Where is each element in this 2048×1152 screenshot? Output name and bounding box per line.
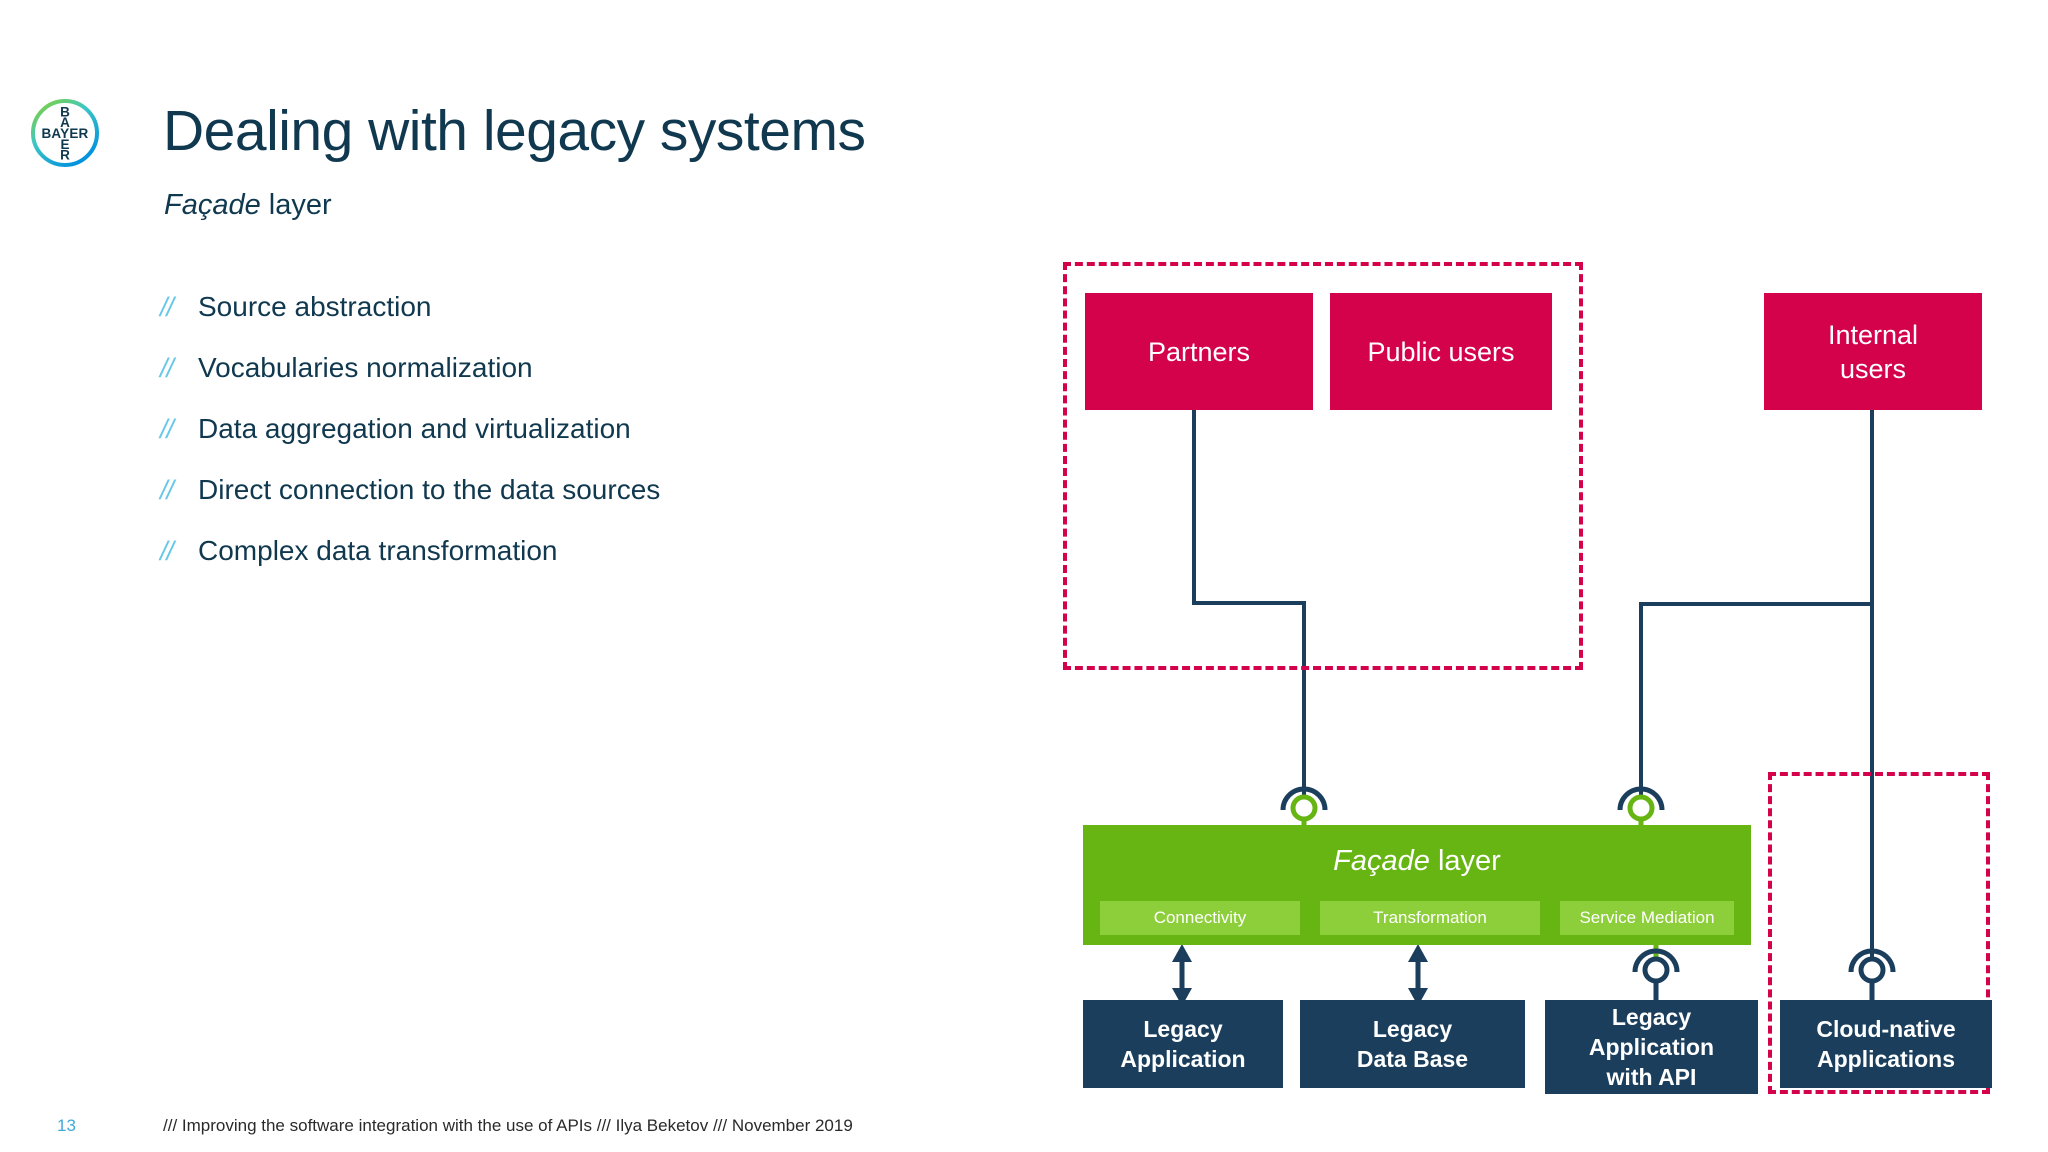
- page-title: Dealing with legacy systems: [163, 99, 866, 163]
- list-item: // Vocabularies normalization: [160, 352, 860, 413]
- facade-capability-connectivity[interactable]: Connectivity: [1100, 901, 1300, 935]
- bullet-label: Direct connection to the data sources: [198, 474, 661, 505]
- svg-text:E: E: [60, 137, 69, 152]
- provided-interface-ball-icon: [1290, 794, 1318, 822]
- external-consumers-boundary: [1063, 262, 1583, 670]
- bayer-logo-svg: BAYER B A E R: [31, 99, 99, 167]
- node-partners[interactable]: Partners: [1085, 293, 1313, 410]
- bullet-label: Data aggregation and virtualization: [198, 413, 631, 444]
- node-public-users-label: Public users: [1367, 336, 1515, 367]
- node-cloud-native-applications[interactable]: Cloud-native Applications: [1780, 1000, 1992, 1088]
- bullet-marker-icon: //: [160, 536, 174, 566]
- node-partners-label: Partners: [1147, 336, 1251, 367]
- list-item: // Complex data transformation: [160, 535, 860, 596]
- socket-arc-icon: [1632, 948, 1680, 973]
- facade-layer-block[interactable]: Façade layer Connectivity Transformation…: [1083, 825, 1751, 945]
- facade-capability-transformation[interactable]: Transformation: [1320, 901, 1540, 935]
- socket-arc-icon: [1280, 786, 1328, 811]
- bayer-logo: BAYER B A E R: [29, 97, 101, 169]
- node-legacy-application-with-api-label: Legacy Application with API: [1588, 1004, 1715, 1090]
- svg-text:B: B: [60, 105, 70, 120]
- provided-interface-ball-icon: [1627, 794, 1655, 822]
- facade-capability-service-mediation-label: Service Mediation: [1579, 908, 1715, 927]
- bullet-list: // Source abstraction // Vocabularies no…: [160, 291, 860, 596]
- facade-layer-title-rest: layer: [1429, 845, 1501, 877]
- socket-arc-icon: [1848, 948, 1896, 973]
- node-legacy-application-label: Legacy Application: [1120, 1016, 1246, 1072]
- bidirectional-arrow-legacy-application: [1172, 944, 1192, 1006]
- bullet-label: Complex data transformation: [198, 535, 558, 566]
- facade-layer-title-italic: Façade: [1333, 845, 1430, 877]
- bidirectional-arrow-legacy-data-base: [1408, 944, 1428, 1006]
- page-subtitle-rest: layer: [260, 189, 332, 221]
- connector-internal-users-to-facade: [1639, 408, 1874, 805]
- node-internal-users-label: Internal users: [1827, 319, 1919, 384]
- node-public-users[interactable]: Public users: [1330, 293, 1552, 410]
- node-cloud-native-applications-label: Cloud-native Applications: [1816, 1016, 1956, 1072]
- node-legacy-data-base[interactable]: Legacy Data Base: [1300, 1000, 1525, 1088]
- cloud-native-boundary: [1768, 772, 1990, 1094]
- list-item: // Source abstraction: [160, 291, 860, 352]
- connector-partners-to-facade: [1192, 408, 1306, 805]
- provided-interface-ball-icon: [1642, 956, 1670, 984]
- bullet-marker-icon: //: [160, 414, 174, 444]
- bullet-marker-icon: //: [160, 353, 174, 383]
- socket-arc-icon: [1617, 786, 1665, 811]
- page-subtitle: Façade layer: [164, 188, 332, 222]
- facade-layer-title: Façade layer: [1083, 843, 1751, 879]
- bullet-label: Source abstraction: [198, 291, 432, 322]
- svg-text:R: R: [60, 148, 70, 163]
- page-subtitle-italic: Façade: [164, 189, 261, 221]
- list-item: // Data aggregation and virtualization: [160, 413, 860, 474]
- bullet-marker-icon: //: [160, 475, 174, 505]
- footer-text: /// Improving the software integration w…: [163, 1116, 853, 1135]
- list-item: // Direct connection to the data sources: [160, 474, 860, 535]
- node-internal-users[interactable]: Internal users: [1764, 293, 1982, 410]
- node-legacy-application-with-api[interactable]: Legacy Application with API: [1545, 1000, 1758, 1094]
- svg-text:BAYER: BAYER: [41, 126, 88, 141]
- facade-capability-connectivity-label: Connectivity: [1153, 908, 1247, 927]
- provided-interface-ball-icon: [1858, 956, 1886, 984]
- facade-capability-transformation-label: Transformation: [1373, 908, 1487, 927]
- bullet-label: Vocabularies normalization: [198, 352, 533, 383]
- node-legacy-data-base-label: Legacy Data Base: [1356, 1016, 1469, 1072]
- facade-capability-service-mediation[interactable]: Service Mediation: [1560, 901, 1734, 935]
- svg-text:A: A: [60, 115, 70, 130]
- bullet-marker-icon: //: [160, 292, 174, 322]
- footer-page-number: 13: [57, 1116, 76, 1135]
- node-legacy-application[interactable]: Legacy Application: [1083, 1000, 1283, 1088]
